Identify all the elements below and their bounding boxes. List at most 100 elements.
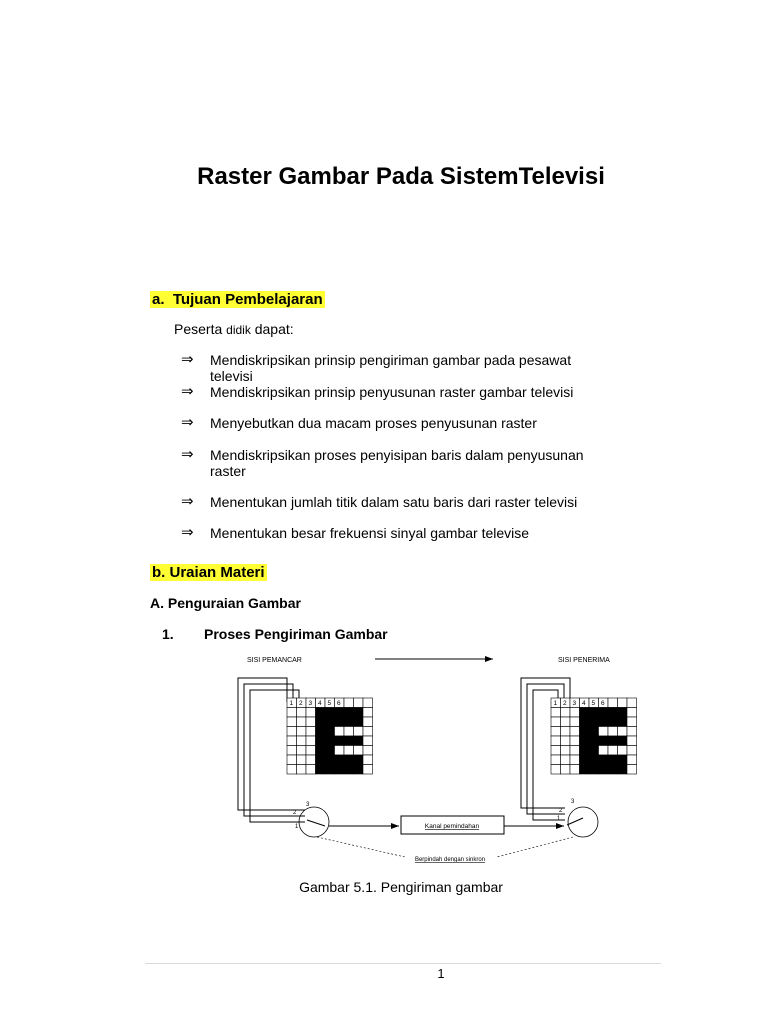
raster-cell (569, 745, 580, 756)
raster-column-number: 2 (299, 700, 303, 707)
page-number: 1 (437, 966, 445, 981)
raster-column-number: 4 (318, 700, 322, 707)
section-a-heading: a. Tujuan Pembelajaran (150, 291, 325, 308)
raster-cell (286, 735, 297, 746)
receiver-switch-arm (566, 817, 584, 826)
raster-cell (305, 745, 316, 756)
intro-text: Peserta didik dapat: (174, 321, 294, 337)
receiver-switch-number: 2 (559, 808, 563, 814)
footer-divider (145, 963, 661, 964)
raster-cell (305, 754, 316, 765)
implies-arrow-icon: ⇒ (181, 493, 194, 510)
raster-cell (598, 735, 609, 746)
raster-cell (305, 707, 316, 718)
raster-cell (617, 697, 628, 708)
raster-cell (315, 764, 326, 775)
objective-text: Menentukan jumlah titik dalam satu baris… (210, 494, 578, 510)
raster-cell (315, 726, 326, 737)
raster-cell (296, 764, 307, 775)
raster-cell (607, 764, 618, 775)
raster-cell (560, 754, 571, 765)
raster-cell (588, 754, 599, 765)
raster-cell (324, 726, 335, 737)
raster-cell (626, 697, 637, 708)
raster-cell (579, 707, 590, 718)
raster-cell (598, 754, 609, 765)
implies-arrow-icon: ⇒ (181, 383, 194, 400)
sync-line-right (496, 836, 574, 858)
raster-cell (550, 707, 561, 718)
raster-column-number: 1 (554, 700, 558, 707)
raster-cell (550, 745, 561, 756)
raster-cell (353, 764, 364, 775)
objective-text: Menyebutkan dua macam proses penyusunan … (210, 415, 537, 431)
raster-cell (324, 735, 335, 746)
page-title: Raster Gambar Pada SistemTelevisi (197, 163, 605, 190)
raster-cell (607, 754, 618, 765)
raster-cell (315, 707, 326, 718)
raster-cell (324, 707, 335, 718)
implies-arrow-icon: ⇒ (181, 351, 194, 368)
raster-cell (607, 707, 618, 718)
section-a-letter: a. (152, 291, 165, 308)
implies-arrow-icon: ⇒ (181, 524, 194, 541)
raster-cell (286, 716, 297, 727)
objective-text: Mendiskripsikan prinsip pengiriman gamba… (210, 352, 572, 384)
raster-cell (343, 726, 354, 737)
raster-cell (569, 735, 580, 746)
sender-switch-arm (306, 819, 326, 827)
raster-cell (334, 716, 345, 727)
raster-cell (607, 745, 618, 756)
subheading-image-transmission: Proses Pengiriman Gambar (204, 626, 388, 642)
sender-switch (298, 806, 330, 838)
raster-cell (560, 707, 571, 718)
raster-cell (286, 726, 297, 737)
raster-cell (343, 754, 354, 765)
raster-cell (362, 745, 373, 756)
raster-cell (560, 745, 571, 756)
raster-cell (598, 707, 609, 718)
raster-cell (286, 764, 297, 775)
section-b-title: Uraian Materi (169, 564, 265, 581)
receiver-label: SISI PENERIMA (558, 657, 610, 664)
raster-cell (617, 745, 628, 756)
raster-cell (315, 754, 326, 765)
raster-cell (579, 745, 590, 756)
raster-column-number: 1 (290, 700, 294, 707)
raster-cell (286, 754, 297, 765)
sync-label: Berpindah dengan sinkron (415, 857, 485, 863)
raster-cell (343, 764, 354, 775)
raster-column-number: 6 (337, 700, 341, 707)
raster-cell (305, 764, 316, 775)
raster-cell (353, 735, 364, 746)
raster-cell (588, 735, 599, 746)
raster-cell (343, 735, 354, 746)
raster-cell (598, 716, 609, 727)
raster-cell (296, 707, 307, 718)
raster-cell (343, 745, 354, 756)
raster-column-number: 3 (573, 700, 577, 707)
raster-cell (334, 754, 345, 765)
raster-cell (588, 707, 599, 718)
raster-cell (617, 726, 628, 737)
raster-cell (315, 716, 326, 727)
raster-cell (560, 716, 571, 727)
raster-cell (353, 697, 364, 708)
raster-cell (617, 754, 628, 765)
objective-text: Mendiskripsikan prinsip penyusunan raste… (210, 384, 574, 400)
raster-cell (315, 735, 326, 746)
raster-cell (579, 716, 590, 727)
raster-cell (362, 726, 373, 737)
raster-cell (588, 764, 599, 775)
raster-cell (569, 716, 580, 727)
sender-switch-number: 3 (306, 802, 310, 808)
raster-cell (617, 735, 628, 746)
raster-cell (626, 745, 637, 756)
raster-cell (579, 754, 590, 765)
raster-cell (550, 764, 561, 775)
raster-column-number: 3 (309, 700, 313, 707)
section-b-heading: b. Uraian Materi (150, 564, 267, 581)
